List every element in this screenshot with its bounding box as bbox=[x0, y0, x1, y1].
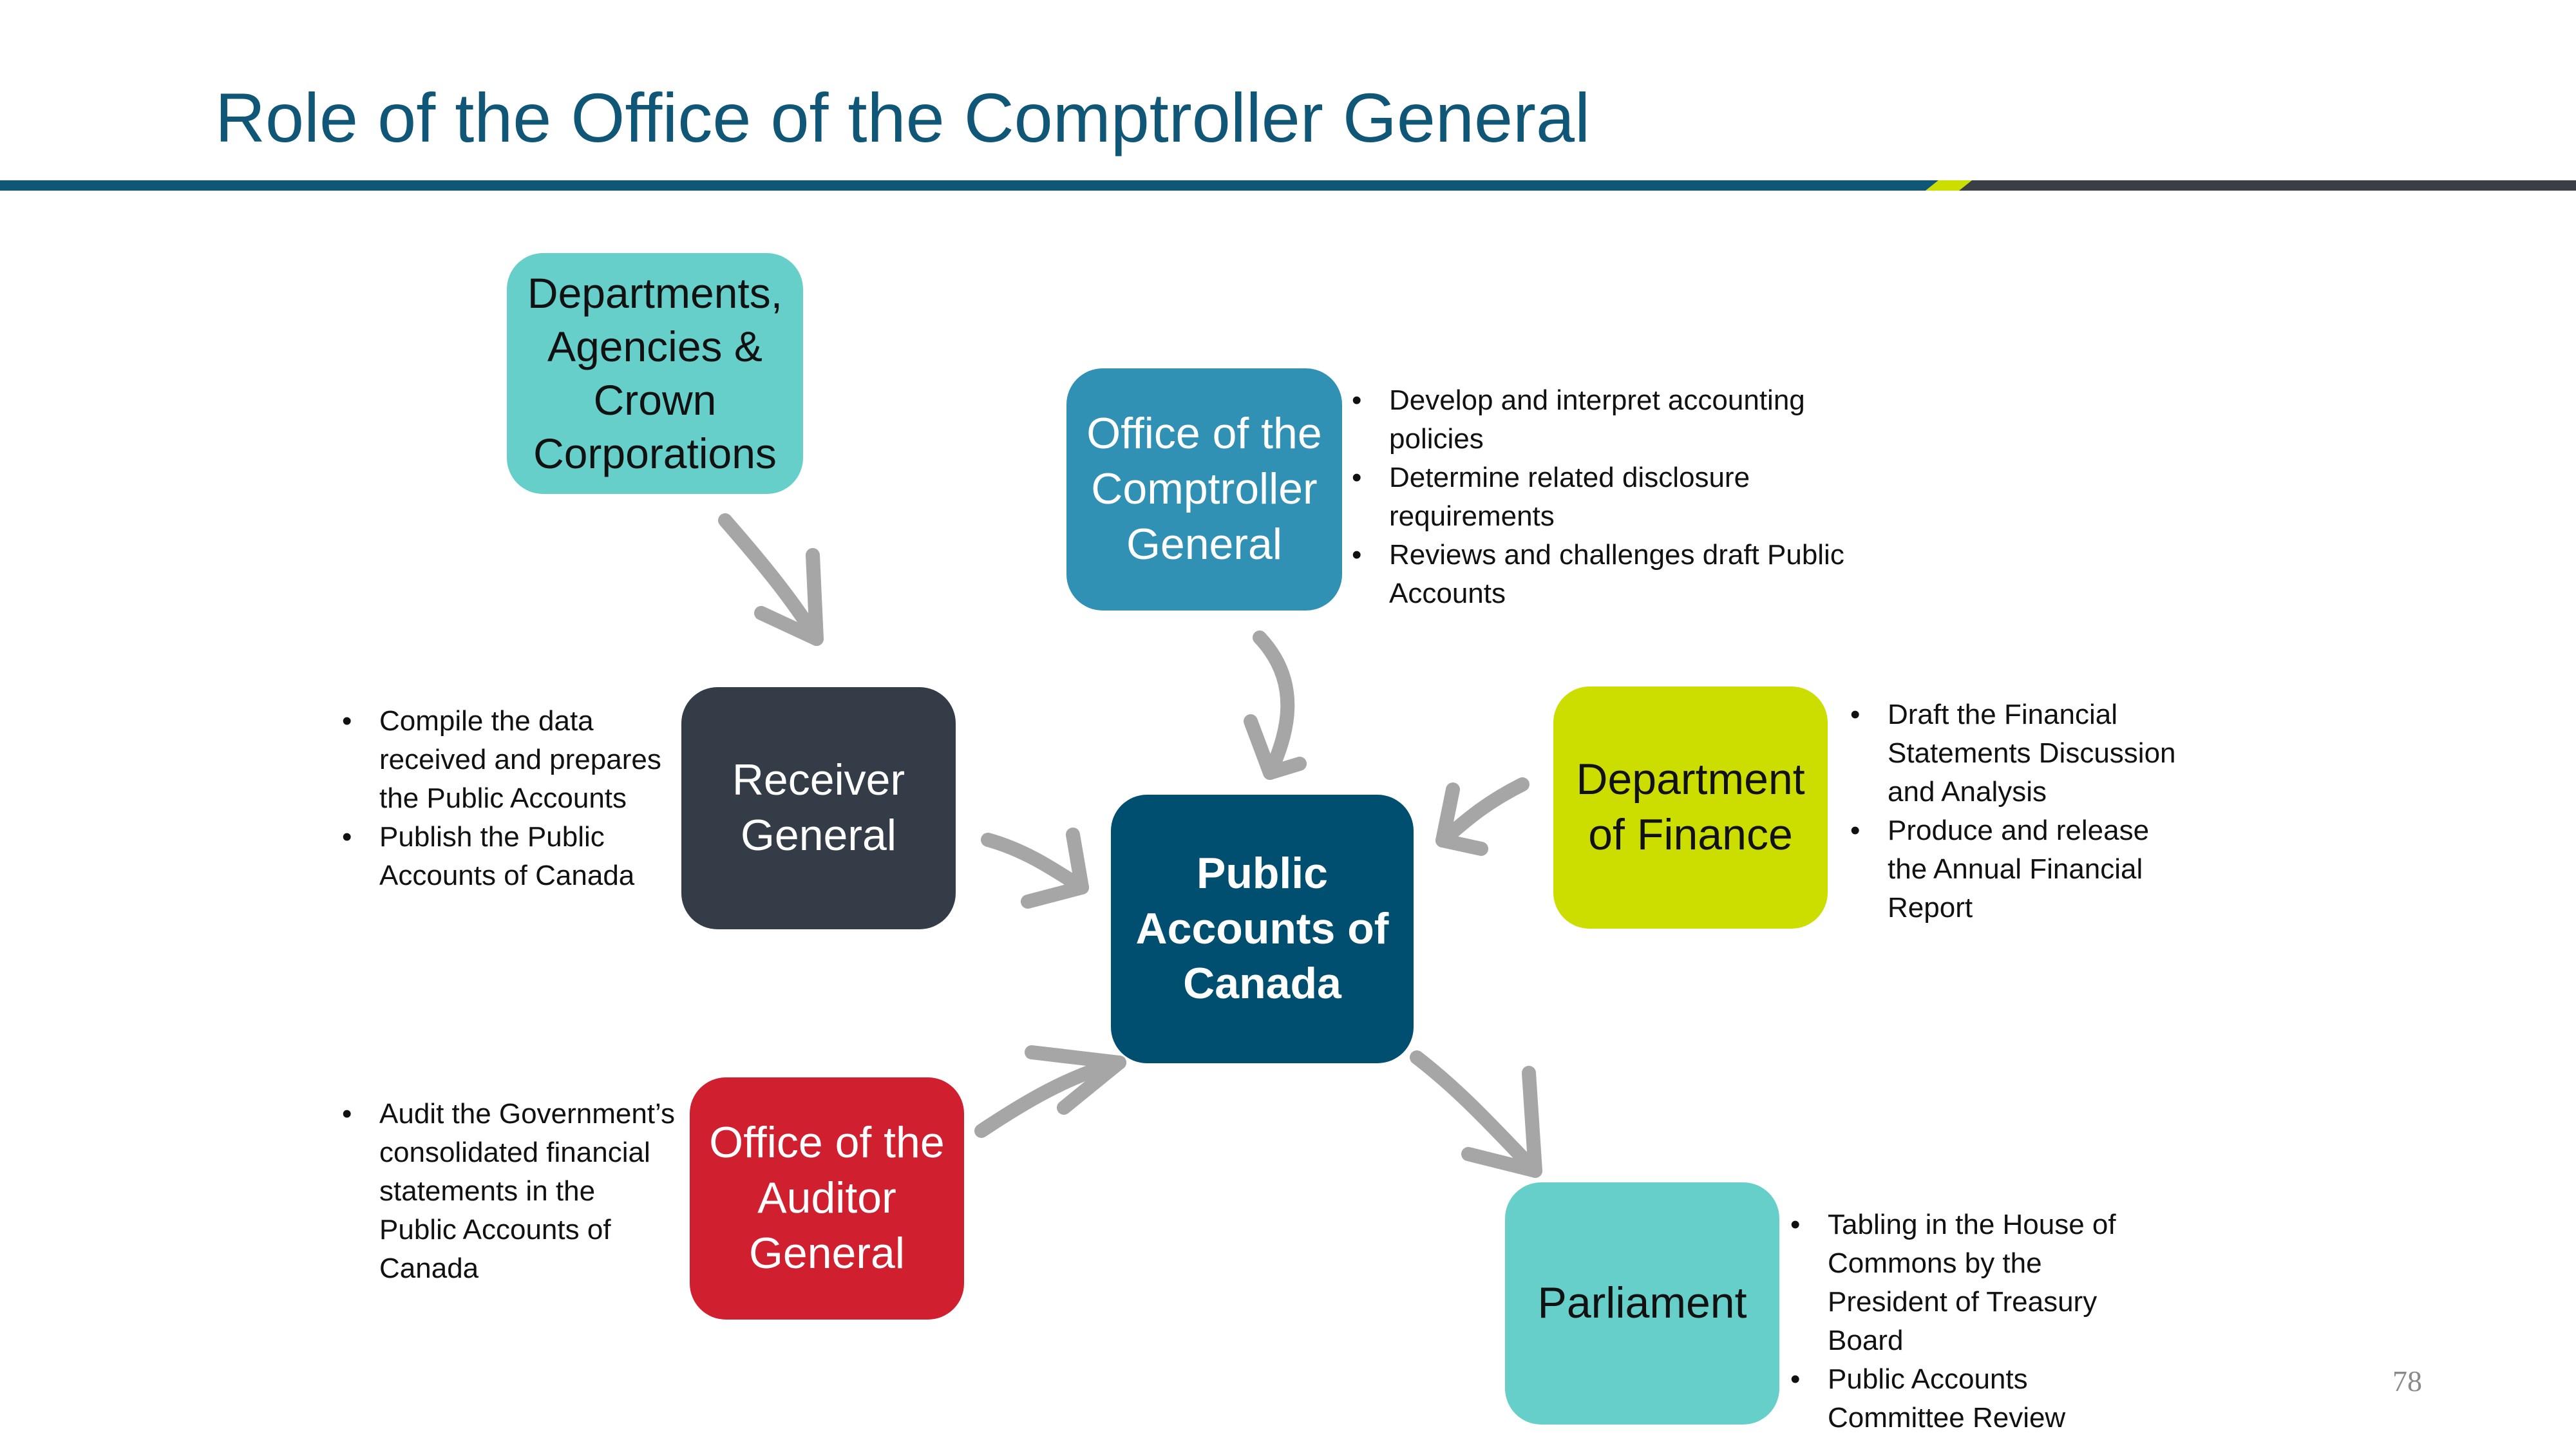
oag-role-list: Audit the Government’s consolidated fina… bbox=[342, 1095, 677, 1288]
arrow-public-accounts-to-parliament bbox=[1410, 1050, 1542, 1178]
node-parliament-line-1: Parliament bbox=[1537, 1278, 1747, 1328]
arrow-oag-to-public-accounts bbox=[974, 1045, 1126, 1138]
node-oag-line-1: Office of the bbox=[709, 1118, 945, 1168]
parliament-role-item: Tabling in the House of Commons by the P… bbox=[1790, 1206, 2125, 1360]
header-rule-end bbox=[1959, 180, 2576, 191]
header-rule-accent bbox=[1926, 180, 1972, 191]
node-departments-line-4: Corporations bbox=[533, 430, 777, 478]
node-departments-line-2: Agencies & bbox=[547, 322, 762, 370]
receiver-general-role-item: Publish the Public Accounts of Canada bbox=[342, 818, 677, 895]
node-finance-line-2: of Finance bbox=[1588, 810, 1793, 859]
node-departments-agencies-crown-corporations: Departments, Agencies & Crown Corporatio… bbox=[507, 253, 803, 494]
page-number: 78 bbox=[2392, 1365, 2422, 1397]
ocg-role-item: Determine related disclosure requirement… bbox=[1352, 459, 1893, 536]
node-department-of-finance: Department of Finance bbox=[1553, 687, 1828, 929]
node-ocg-line-2: Comptroller bbox=[1091, 464, 1318, 514]
arrow-ocg-to-public-accounts bbox=[1244, 630, 1307, 780]
node-oag-line-2: Auditor bbox=[757, 1173, 896, 1223]
node-pac-line-3: Canada bbox=[1183, 959, 1341, 1009]
node-departments-line-1: Departments, bbox=[527, 269, 783, 317]
finance-role-list: Draft the Financial Statements Discussio… bbox=[1850, 696, 2185, 927]
node-pac-line-2: Accounts of bbox=[1135, 904, 1389, 953]
finance-role-item: Produce and release the Annual Financial… bbox=[1850, 811, 2185, 927]
arrow-departments-to-receiver bbox=[718, 513, 824, 646]
ocg-role-list: Develop and interpret accounting policie… bbox=[1352, 381, 1893, 613]
receiver-general-role-item: Compile the data received and prepares t… bbox=[342, 702, 677, 818]
ocg-role-item: Reviews and challenges draft Public Acco… bbox=[1352, 536, 1893, 613]
node-departments-line-3: Crown bbox=[593, 376, 717, 424]
node-ocg-line-3: General bbox=[1126, 519, 1282, 569]
header-rule bbox=[0, 180, 2576, 191]
slide-title: Role of the Office of the Comptroller Ge… bbox=[215, 79, 1591, 156]
arrow-receiver-to-public-accounts bbox=[981, 828, 1089, 909]
parliament-role-item: Public Accounts Committee Review bbox=[1790, 1360, 2125, 1437]
node-oag-line-3: General bbox=[749, 1228, 905, 1278]
receiver-general-role-list: Compile the data received and prepares t… bbox=[342, 702, 677, 895]
header-rule-main bbox=[0, 180, 1938, 191]
node-receiver-general: Receiver General bbox=[681, 687, 956, 929]
node-office-of-the-auditor-general: Office of the Auditor General bbox=[690, 1077, 964, 1320]
node-receiver-line-2: General bbox=[741, 811, 896, 860]
node-receiver-line-1: Receiver bbox=[732, 755, 905, 805]
oag-role-item: Audit the Government’s consolidated fina… bbox=[342, 1095, 677, 1288]
node-office-of-the-comptroller-general: Office of the Comptroller General bbox=[1066, 368, 1342, 611]
parliament-role-list: Tabling in the House of Commons by the P… bbox=[1790, 1206, 2125, 1437]
finance-role-item: Draft the Financial Statements Discussio… bbox=[1850, 696, 2185, 811]
ocg-role-item: Develop and interpret accounting policie… bbox=[1352, 381, 1893, 459]
node-finance-line-1: Department bbox=[1576, 755, 1805, 804]
arrow-finance-to-public-accounts bbox=[1435, 777, 1530, 856]
node-pac-line-1: Public bbox=[1196, 848, 1329, 898]
node-public-accounts-of-canada: Public Accounts of Canada bbox=[1111, 795, 1414, 1063]
node-parliament: Parliament bbox=[1505, 1182, 1779, 1425]
node-ocg-line-1: Office of the bbox=[1086, 409, 1322, 459]
